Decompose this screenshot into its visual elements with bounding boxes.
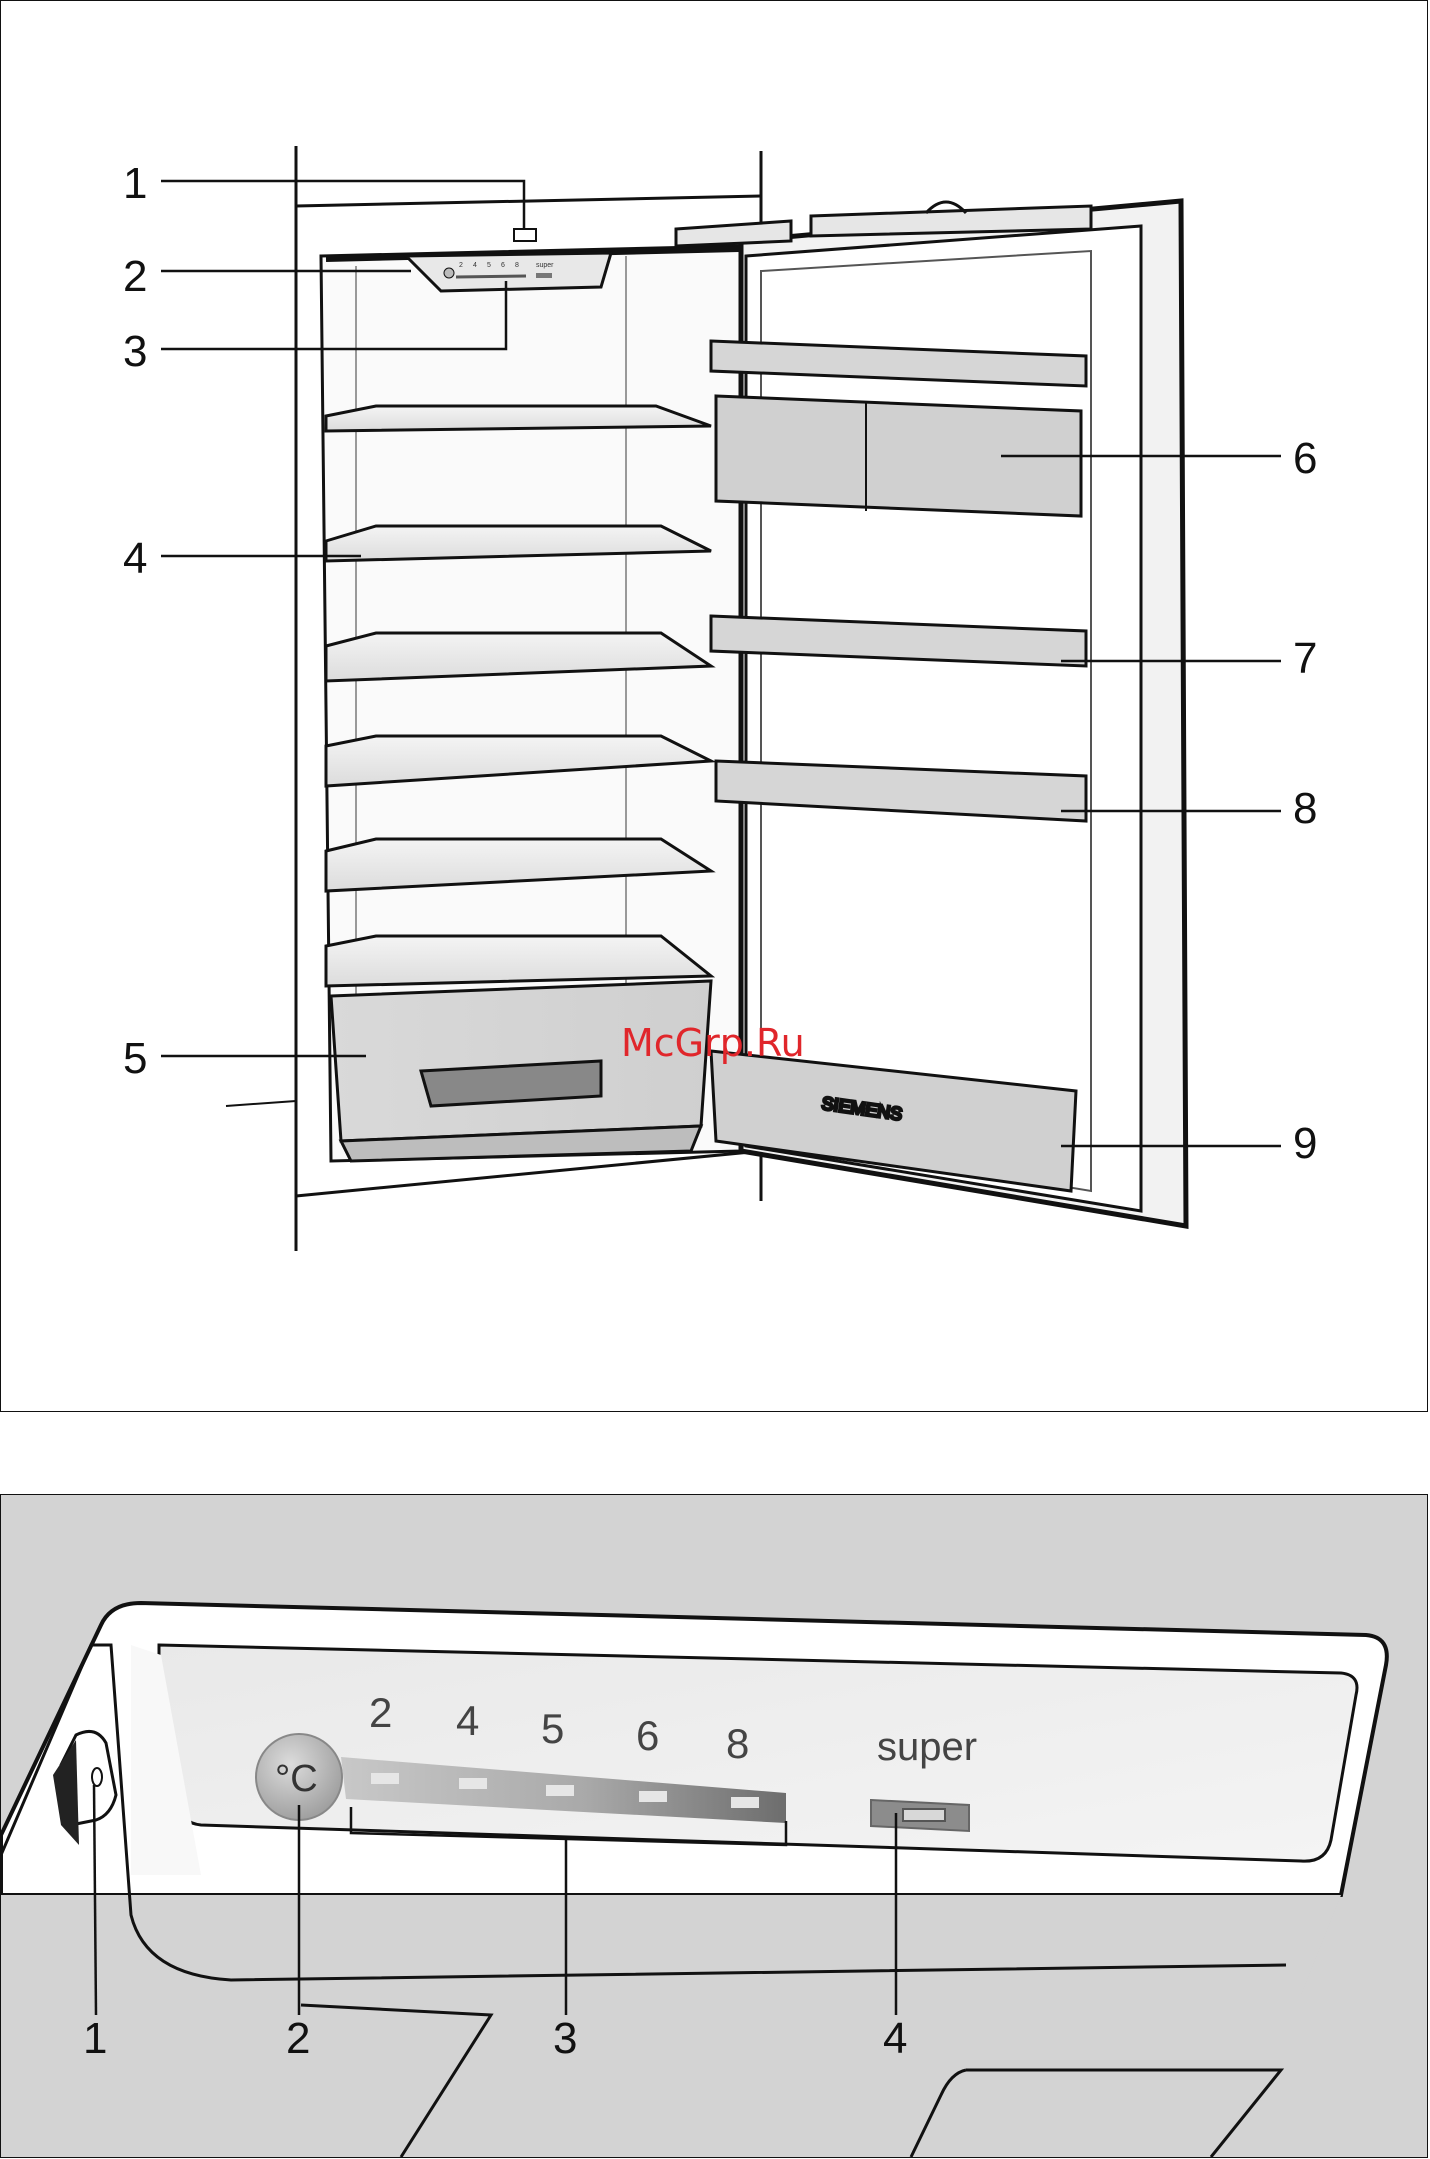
super-led (903, 1809, 945, 1821)
led-4 (459, 1778, 487, 1789)
temperature-button-label: °C (275, 1758, 318, 1800)
vegetable-drawer (331, 981, 711, 1161)
control-panel-drawing: °C 2 4 5 6 8 super 1 2 3 4 (1, 1495, 1428, 2157)
callout-4: 4 (123, 534, 147, 583)
callout-9: 9 (1293, 1119, 1317, 1168)
setting-digit-2: 2 (369, 1689, 392, 1736)
led-6 (639, 1791, 667, 1802)
super-label: super (877, 1725, 977, 1769)
setting-digit-8: 8 (726, 1720, 749, 1767)
detail-callout-1: 1 (83, 2014, 107, 2063)
callout-2: 2 (123, 252, 147, 301)
mini-setting-0: 2 (459, 262, 463, 269)
mini-setting-3: 6 (501, 262, 505, 269)
detail-callout-3: 3 (553, 2014, 577, 2063)
light-switch-small (514, 229, 536, 241)
switch-indicator-icon (92, 1768, 102, 1786)
callout-7: 7 (1293, 634, 1317, 683)
mini-setting-4: 8 (515, 262, 519, 269)
led-8 (731, 1797, 759, 1808)
callout-3: 3 (123, 327, 147, 376)
mini-setting-2: 5 (487, 262, 491, 269)
control-panel-detail-figure: °C 2 4 5 6 8 super 1 2 3 4 (0, 1494, 1428, 2158)
super-button[interactable] (871, 1800, 969, 1831)
led-2 (371, 1773, 399, 1784)
watermark-text: McGrp.Ru (621, 1021, 805, 1065)
mini-super-label: super (536, 262, 554, 269)
setting-digit-6: 6 (636, 1712, 659, 1759)
mini-setting-1: 4 (473, 262, 477, 269)
callout-5: 5 (123, 1034, 147, 1083)
fridge-overview-figure: 2 4 5 6 8 super SIEME (0, 0, 1428, 1412)
callout-8: 8 (1293, 784, 1317, 833)
led-5 (546, 1785, 574, 1796)
detail-callout-2: 2 (286, 2014, 310, 2063)
control-strip: 2 4 5 6 8 super (406, 229, 611, 291)
fridge-overview-drawing: 2 4 5 6 8 super SIEME (1, 1, 1429, 1411)
callout-6: 6 (1293, 434, 1317, 483)
callout-1: 1 (123, 159, 147, 208)
setting-digit-4: 4 (456, 1697, 479, 1744)
control-housing (1, 1603, 1387, 2157)
setting-digit-5: 5 (541, 1705, 564, 1752)
detail-callout-4: 4 (883, 2014, 907, 2063)
